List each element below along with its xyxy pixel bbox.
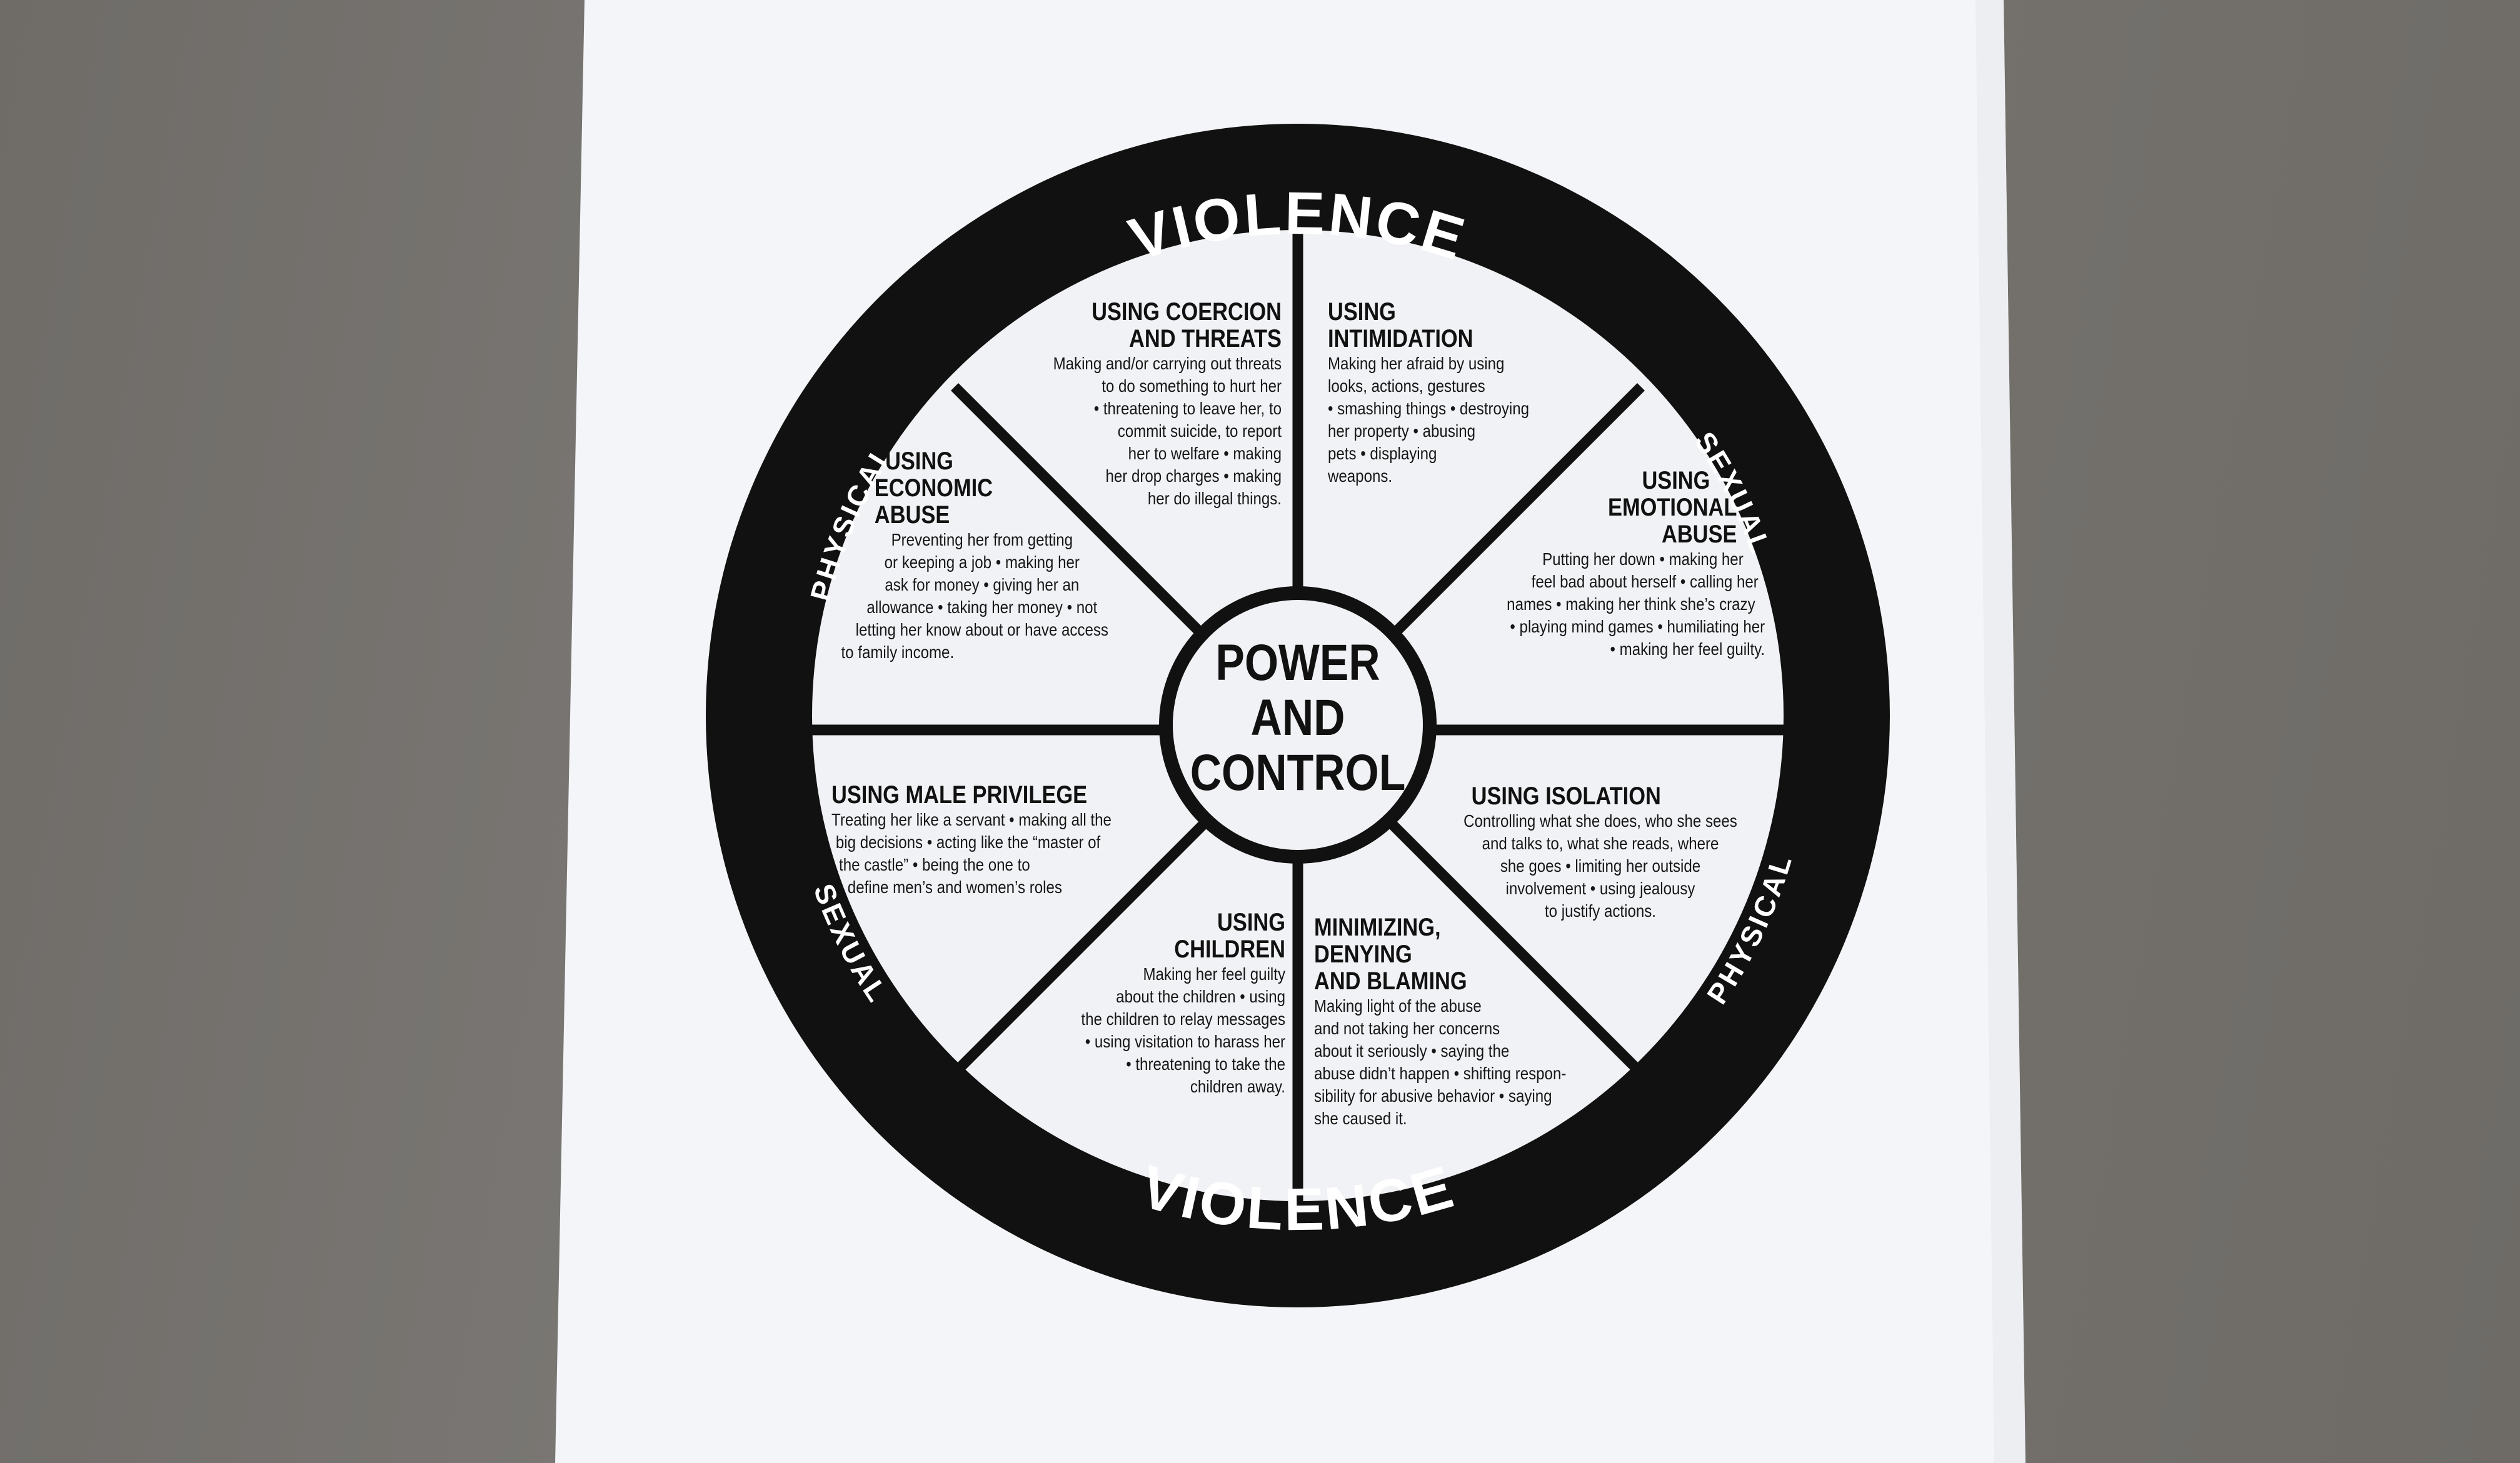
segment-title-line: ABUSE	[1661, 521, 1737, 548]
segment-body-line: and not taking her concerns	[1314, 1019, 1500, 1038]
segment-body-line: Making her feel guilty	[1143, 964, 1285, 984]
segment-body-line: to justify actions.	[1544, 901, 1656, 921]
segment-body-line: letting her know about or have access	[855, 620, 1108, 639]
segment-body-line: she caused it.	[1314, 1109, 1407, 1128]
segment-body-line: sibility for abusive behavior • saying	[1314, 1086, 1552, 1106]
segment-body-line: abuse didn’t happen • shifting respon-	[1314, 1064, 1567, 1083]
segment-title-line: USING ISOLATION	[1471, 782, 1661, 810]
segment-body-line: Preventing her from getting	[891, 530, 1073, 549]
segment-body-line: her do illegal things.	[1147, 489, 1282, 508]
segment-body-line: pets • displaying	[1328, 444, 1437, 463]
segment-title-line: DENYING	[1314, 941, 1412, 968]
segment-body-line: • playing mind games • humiliating her	[1510, 617, 1765, 636]
segment-body-line: ask for money • giving her an	[885, 575, 1080, 594]
segment-male-privilege: USING MALE PRIVILEGE Treating her like a…	[831, 782, 1207, 899]
segment-title-line: USING	[1328, 298, 1396, 326]
segment-title-line: USING MALE PRIVILEGE	[831, 781, 1088, 809]
segment-body-line: about the children • using	[1116, 987, 1285, 1006]
segment-body-line: or keeping a job • making her	[884, 552, 1080, 572]
segment-body-line: • using visitation to harass her	[1085, 1032, 1285, 1051]
center-title-line: CONTROL	[1190, 744, 1406, 801]
segment-body-line: the castle” • being the one to	[839, 855, 1030, 874]
segment-title-line: ABUSE	[874, 501, 950, 529]
segment-body-line: Making light of the abuse	[1314, 996, 1482, 1016]
segment-body-line: involvement • using jealousy	[1505, 879, 1695, 898]
segment-body-line: • making her feel guilty.	[1610, 639, 1765, 659]
segment-body-line: to family income.	[841, 642, 955, 662]
center-title-line: POWER	[1215, 634, 1380, 691]
segment-title-line: EMOTIONAL	[1608, 494, 1737, 521]
segment-title-line: USING	[1642, 467, 1710, 494]
hub-disk	[1173, 600, 1423, 850]
segment-body-line: define men’s and women’s roles	[847, 877, 1062, 897]
segment-body-line: her to welfare • making	[1128, 444, 1282, 463]
segment-isolation: USING ISOLATION Controlling what she doe…	[1419, 783, 1782, 922]
segment-title-line: INTIMIDATION	[1328, 325, 1473, 352]
center-title: POWER AND CONTROL	[1183, 636, 1412, 801]
segment-title-line: AND THREATS	[1129, 325, 1282, 352]
segment-emotional: USING EMOTIONAL ABUSE Putting her down •…	[1432, 467, 1769, 661]
segment-title-line: USING	[1217, 909, 1285, 936]
segment-body-line: her property • abusing	[1328, 421, 1476, 441]
paper-shade	[1975, 0, 2026, 1463]
segment-body-line: children away.	[1190, 1077, 1285, 1096]
segment-body-line: her drop charges • making	[1105, 466, 1282, 486]
segment-title-line: AND BLAMING	[1314, 967, 1467, 995]
segment-coercion: USING COERCION AND THREATS Making and/or…	[975, 299, 1282, 510]
segment-body-line: • threatening to leave her, to	[1093, 399, 1282, 418]
segment-title-line: USING COERCION	[1092, 298, 1282, 326]
segment-title-line: CHILDREN	[1174, 936, 1285, 963]
segment-body-line: feel bad about herself • calling her	[1531, 572, 1759, 591]
segment-body-line: and talks to, what she reads, where	[1482, 834, 1719, 853]
segment-body-line: she goes • limiting her outside	[1500, 856, 1701, 876]
segment-body-line: names • making her think she’s crazy	[1507, 594, 1755, 614]
segment-intimidation: USING INTIMIDATION Making her afraid by …	[1328, 299, 1628, 487]
segment-economic: USING ECONOMIC ABUSE Preventing her from…	[831, 448, 1182, 664]
segment-body-line: weapons.	[1328, 466, 1393, 486]
center-title-line: AND	[1250, 689, 1345, 746]
segment-body-line: • threatening to take the	[1126, 1054, 1285, 1074]
segment-body-line: about it seriously • saying the	[1314, 1041, 1510, 1061]
segment-title-line: ECONOMIC	[874, 474, 993, 502]
segment-body-line: to do something to hurt her	[1102, 376, 1282, 396]
segment-body-line: the children to relay messages	[1081, 1009, 1285, 1029]
segment-minimizing: MINIMIZING, DENYING AND BLAMING Making l…	[1314, 914, 1652, 1130]
segment-children: USING CHILDREN Making her feel guilty ab…	[988, 909, 1285, 1098]
segment-body-line: Making her afraid by using	[1328, 354, 1505, 373]
segment-body-line: looks, actions, gestures	[1328, 376, 1485, 396]
segment-body-line: commit suicide, to report	[1117, 421, 1282, 441]
segment-title-line: USING	[885, 447, 953, 475]
segment-body-line: Treating her like a servant • making all…	[831, 810, 1112, 829]
segment-body-line: Putting her down • making her	[1542, 549, 1744, 569]
segment-body-line: • smashing things • destroying	[1328, 399, 1530, 418]
segment-body-line: Controlling what she does, who she sees	[1463, 811, 1737, 831]
segment-body-line: allowance • taking her money • not	[866, 597, 1098, 617]
segment-title-line: MINIMIZING,	[1314, 914, 1441, 941]
segment-body-line: Making and/or carrying out threats	[1053, 354, 1282, 373]
segment-body-line: big decisions • acting like the “master …	[835, 832, 1101, 852]
